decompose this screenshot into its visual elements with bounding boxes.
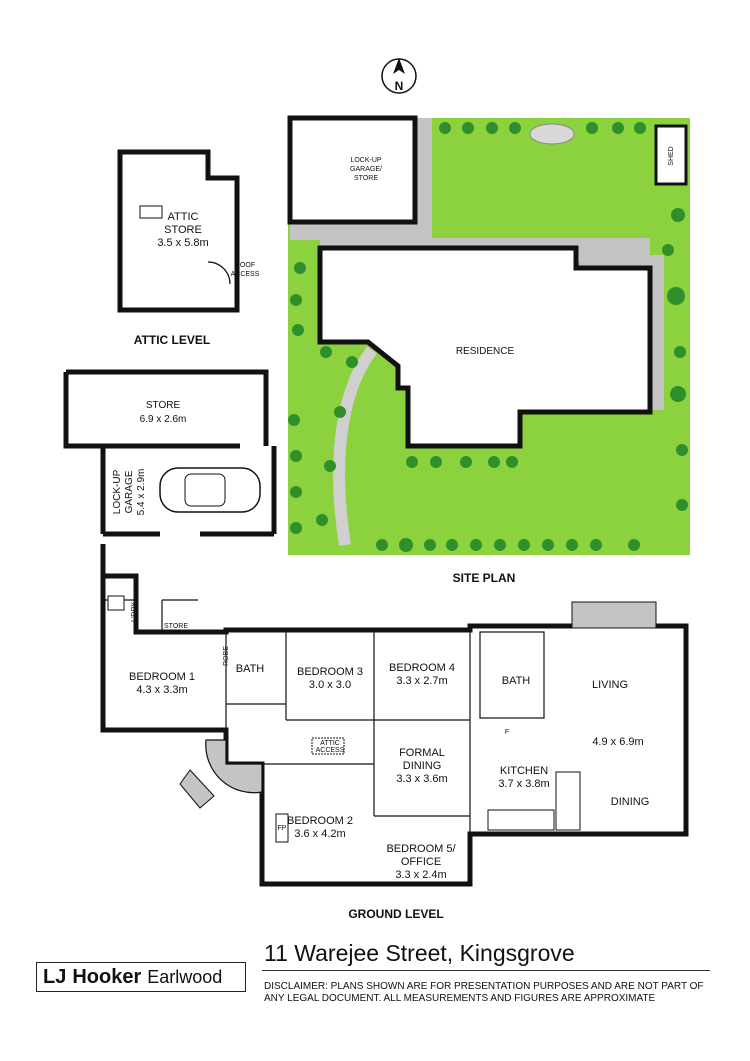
deck <box>571 601 657 629</box>
site-shed <box>654 124 688 186</box>
attic-store-size: 3.5 x 5.8m <box>157 237 208 249</box>
bath1-label: BATH <box>236 663 265 675</box>
garage-name-1: LOCK-UP <box>112 469 123 514</box>
site-residence-label: RESIDENCE <box>456 346 515 357</box>
garage-walls <box>100 446 277 537</box>
garage-size: 5.4 x 2.9m <box>136 469 147 516</box>
roof-access-door-icon <box>207 261 231 285</box>
formal-dining-size: 3.3 x 3.6m <box>396 773 447 785</box>
laundry-label: L'DRY <box>131 602 138 622</box>
property-address: 11 Warejee Street, Kingsgrove <box>264 940 575 966</box>
roof-access-label-1: ROOF <box>235 262 255 269</box>
bath2-label: BATH <box>502 675 531 687</box>
ground-level-title: GROUND LEVEL <box>348 907 443 921</box>
attic-access-label-2: ACCESS <box>316 747 345 754</box>
ground-level: STORE 6.9 x 2.6m LOCK-UP GARAGE 5.4 x 2.… <box>63 369 689 921</box>
robe-label: ROBE <box>223 646 230 666</box>
car-icon <box>159 467 261 513</box>
side-path <box>650 255 664 410</box>
house-interior-walls <box>104 599 471 834</box>
kitchen-island-icon <box>555 771 581 831</box>
fireplace-label: FP <box>278 825 287 832</box>
site-shed-label: SHED <box>668 146 675 165</box>
site-garage-store <box>287 115 418 225</box>
disclaimer-text: DISCLAIMER: PLANS SHOWN ARE FOR PRESENTA… <box>264 981 704 1004</box>
outbuilding-store-size: 6.9 x 2.6m <box>140 414 187 425</box>
site-garage-label-1: LOCK-UP <box>350 157 381 164</box>
site-residence <box>317 245 653 449</box>
outbuilding-store-name: STORE <box>146 400 181 411</box>
site-shrubs <box>288 122 688 552</box>
site-curved-path <box>333 346 377 546</box>
site-pond <box>529 123 575 145</box>
attic-level-title: ATTIC LEVEL <box>134 333 210 347</box>
bedroom4-name: BEDROOM 4 <box>389 662 455 674</box>
bedroom2-name: BEDROOM 2 <box>287 815 353 827</box>
laundry-tub-icon <box>107 595 125 611</box>
compass-label: N <box>395 79 404 93</box>
agency-logo: LJ Hooker Earlwood <box>36 962 246 992</box>
dining-label: DINING <box>611 796 650 808</box>
attic-hatch-icon <box>139 205 163 219</box>
formal-dining-name-2: DINING <box>403 760 442 772</box>
site-garage-label-2: GARAGE/ <box>350 166 382 173</box>
bedroom3-name: BEDROOM 3 <box>297 666 363 678</box>
kitchen-bench-icon <box>487 809 555 831</box>
bedroom1-size: 4.3 x 3.3m <box>136 684 187 696</box>
entry-steps <box>205 739 263 794</box>
roof-access-label-2: ACCESS <box>231 271 260 278</box>
bedroom5-name-1: BEDROOM 5/ <box>386 843 456 855</box>
living-name: LIVING <box>592 679 628 691</box>
agency-branch: Earlwood <box>147 966 223 987</box>
site-garage-label-3: STORE <box>354 175 378 182</box>
garage-name-2: GARAGE <box>124 470 135 513</box>
agency-mark: LJ <box>43 965 67 988</box>
kitchen-name: KITCHEN <box>500 765 548 777</box>
attic-access-label-1: ATTIC <box>320 740 340 747</box>
fridge-label: F <box>505 729 509 736</box>
bedroom5-name-2: OFFICE <box>401 856 441 868</box>
attic-level: ATTIC STORE 3.5 x 5.8m ROOF ACCESS ATTIC… <box>117 149 260 347</box>
house-exterior-walls <box>100 544 689 887</box>
bedroom3-size: 3.0 x 3.0 <box>309 679 351 691</box>
bath2-room <box>479 631 545 719</box>
north-compass-icon: N <box>381 58 417 94</box>
attic-walls <box>117 149 240 313</box>
bedroom1-name: BEDROOM 1 <box>129 671 195 683</box>
footer-divider <box>262 970 710 971</box>
site-plan: LOCK-UP GARAGE/ STORE SHED RESIDENCE SIT… <box>287 115 690 585</box>
attic-store-name-1: ATTIC <box>168 211 199 223</box>
bedroom2-size: 3.6 x 4.2m <box>294 828 345 840</box>
bedroom4-size: 3.3 x 2.7m <box>396 675 447 687</box>
store-small-label: STORE <box>164 623 188 630</box>
agency-name: Hooker <box>72 965 142 988</box>
bedroom5-size: 3.3 x 2.4m <box>395 869 446 881</box>
formal-dining-name-1: FORMAL <box>399 747 445 759</box>
attic-access-hatch-icon <box>311 737 345 755</box>
attic-store-name-2: STORE <box>164 224 202 236</box>
site-plan-title: SITE PLAN <box>453 571 516 585</box>
outbuilding-store-walls <box>63 369 269 449</box>
living-size: 4.9 x 6.9m <box>592 736 643 748</box>
front-steps <box>179 769 215 809</box>
fireplace-icon <box>275 813 289 843</box>
kitchen-size: 3.7 x 3.8m <box>498 778 549 790</box>
